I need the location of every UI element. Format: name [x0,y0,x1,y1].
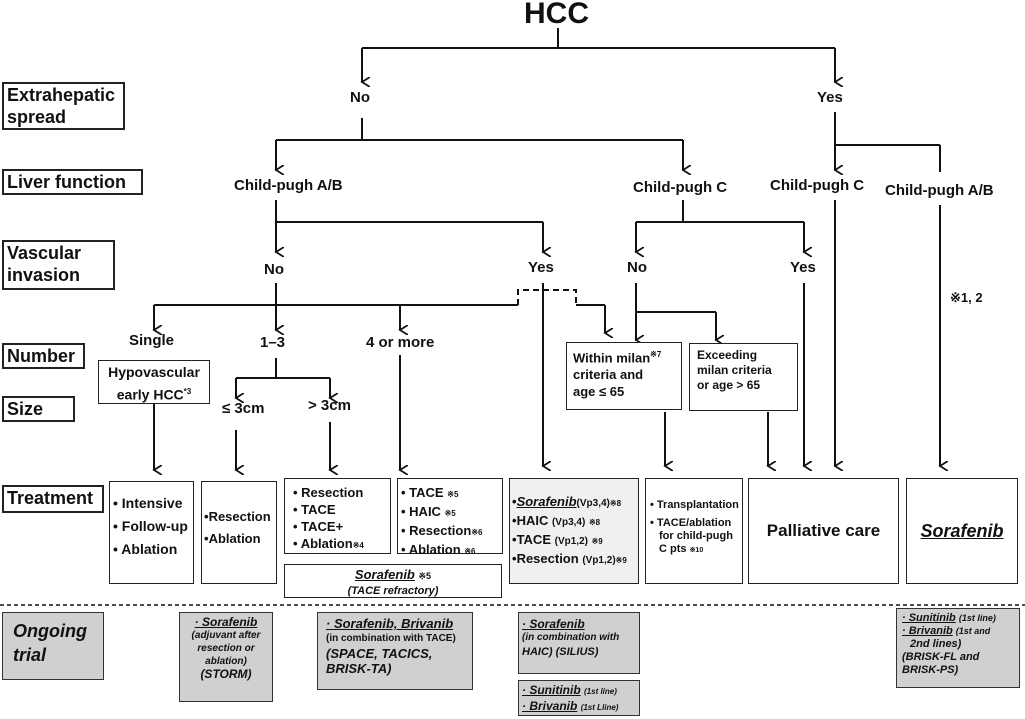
refractory-line1: Sorafenib ※5 [354,567,432,582]
treatment-transplantation: • Transplantation • TACE/ablation for ch… [645,478,743,584]
t5-item-0: •Sorafenib(Vp3,4)※8 [512,494,622,509]
t1-item-2: • Ablation [113,541,178,557]
tr5-line5: BRISK-PS) [902,664,959,676]
node-child-pugh-ab: Child-pugh A/B [234,177,343,194]
within-line1: Within milan※7 [573,350,662,366]
node-exceeding-milan: Exceeding milan criteria or age > 65 [689,343,798,411]
t5-item-1: •HAIC (Vp3,4) ※8 [512,513,601,528]
within-sup: ※7 [650,350,662,359]
ongoing-line1: Ongoing [13,621,87,641]
row-label-vascular-invasion: Vascular invasion [2,240,115,290]
ongoing-trial-storm: · Sorafenib (adjuvant after resection or… [179,612,273,702]
treatment-intensive-followup: • Intensive • Follow-up • Ablation [109,481,194,584]
treatment-sorafenib-vascular: •Sorafenib(Vp3,4)※8 •HAIC (Vp3,4) ※8 •TA… [509,478,639,584]
tr2-l1: (in combination with TACE) [326,633,456,644]
tr2-l2: (SPACE, TACICS, [326,646,433,661]
tr4-line2: · Brivanib (1st Lline) [522,699,619,713]
row-label-size: Size [2,396,75,422]
within-line3: age ≤ 65 [573,384,625,400]
t3-item-2: • TACE+ [293,519,344,534]
node-size-gt-3cm: > 3cm [308,397,351,414]
hypovascular-line1: Hypovascular [108,364,200,380]
node-vascular-no: No [264,261,284,278]
node-child-pugh-c-right: Child-pugh C [770,177,865,194]
within-line2: criteria and [573,367,644,383]
node-child-pugh-c-mid: Child-pugh C [633,179,728,196]
node-single: Single [129,332,175,349]
row-label-treatment: Treatment [2,485,104,513]
t5-item-3: •Resection (Vp1,2)※9 [512,551,627,566]
exceed-line3: or age > 65 [697,378,761,392]
treatment-tace-haic: • TACE ※5 • HAIC ※5 • Resection※6 • Abla… [397,478,503,557]
tr3-l1: (in combination with [522,632,620,643]
tr4-line1: · Sunitinib (1st line) [522,683,617,697]
ongoing-trial-sunitinib-brivanib: · Sunitinib (1st line) · Brivanib (1st L… [518,680,640,716]
tr5-line1: · Sunitinib (1st line) [902,612,996,624]
node-within-milan: Within milan※7 criteria and age ≤ 65 [566,342,682,410]
note-1-2: ※1, 2 [950,290,983,305]
treatment-palliative-care: Palliative care [748,478,899,584]
node-vascular-yes-c: Yes [790,259,816,276]
node-extrahepatic-yes: Yes [817,89,843,106]
tr3-l2: HAIC) (SILIUS) [522,646,599,658]
node-hypovascular-early-hcc: Hypovascular early HCC*3 [98,360,210,404]
t4-item-3: • Ablation ※6 [401,542,476,557]
t3-item-0: • Resection [293,485,364,500]
tr1-l3: ablation) [205,656,247,667]
tr3-drug: · Sorafenib [522,617,585,631]
node-vascular-yes: Yes [528,259,554,276]
ongoing-trial-space: · Sorafenib, Brivanib (in combination wi… [317,612,473,690]
diagram-title: HCC [524,0,589,30]
tr5-line4: (BRISK-FL and [902,651,980,663]
t3-item-3: • Ablation※4 [293,536,364,551]
exceed-line2: milan criteria [697,363,772,377]
t4-item-2: • Resection※6 [401,523,483,538]
tr1-l1: (adjuvant after [191,630,261,641]
t2-item-0: •Resection [204,509,271,524]
ongoing-trial-label: Ongoing trial [2,612,104,680]
t3-item-1: • TACE [293,502,336,517]
node-one-to-three: 1–3 [260,334,286,351]
treatment-resection-tace: • Resection • TACE • TACE+ • Ablation※4 [284,478,391,554]
t3-note: ※4 [352,541,364,550]
node-extrahepatic-no: No [350,89,370,106]
ongoing-trial-brisk: · Sunitinib (1st line) · Brivanib (1st a… [896,608,1020,688]
tr1-drug: · Sorafenib [194,615,258,629]
treatment-sorafenib: Sorafenib [906,478,1018,584]
t1-item-1: • Follow-up [113,518,188,534]
t6-line2: • TACE/ablation [650,517,732,529]
hypovascular-sup: *3 [183,387,192,396]
t6-line3: for child-pugh [659,530,733,542]
t6-line1: • Transplantation [650,499,739,511]
refractory-line2: (TACE refractory) [347,585,439,597]
t1-item-0: • Intensive [113,495,183,511]
t2-item-1: •Ablation [204,531,261,546]
ongoing-trial-silius: · Sorafenib (in combination with HAIC) (… [518,612,640,674]
t5-item-2: •TACE (Vp1,2) ※9 [512,532,603,547]
tr2-drug: · Sorafenib, Brivanib [326,616,454,631]
treatment-tace-refractory: Sorafenib ※5 (TACE refractory) [284,564,502,598]
node-child-pugh-ab-right: Child-pugh A/B [885,182,994,199]
tr2-l3: BRISK-TA) [326,661,392,676]
ongoing-line2: trial [13,645,47,665]
tr1-l2: resection or [197,643,255,654]
hypovascular-line2: early HCC*3 [116,386,192,403]
t6-line4: C pts ※10 [659,543,704,555]
tr5-line3: 2nd lines) [910,638,962,650]
t4-item-0: • TACE ※5 [401,485,459,500]
row-label-extrahepatic: Extrahepatic spread [2,82,125,130]
node-four-or-more: 4 or more [366,334,435,351]
node-vascular-no-c: No [627,259,647,276]
tr5-line2: · Brivanib (1st and [902,625,991,637]
node-size-le-3cm: ≤ 3cm [222,400,265,417]
row-label-number: Number [2,343,85,369]
tr1-l4: (STORM) [200,667,252,681]
treatment-resection-ablation: •Resection •Ablation [201,481,277,584]
t4-item-1: • HAIC ※5 [401,504,456,519]
row-label-liver-function: Liver function [2,169,143,195]
exceed-line1: Exceeding [697,348,758,362]
